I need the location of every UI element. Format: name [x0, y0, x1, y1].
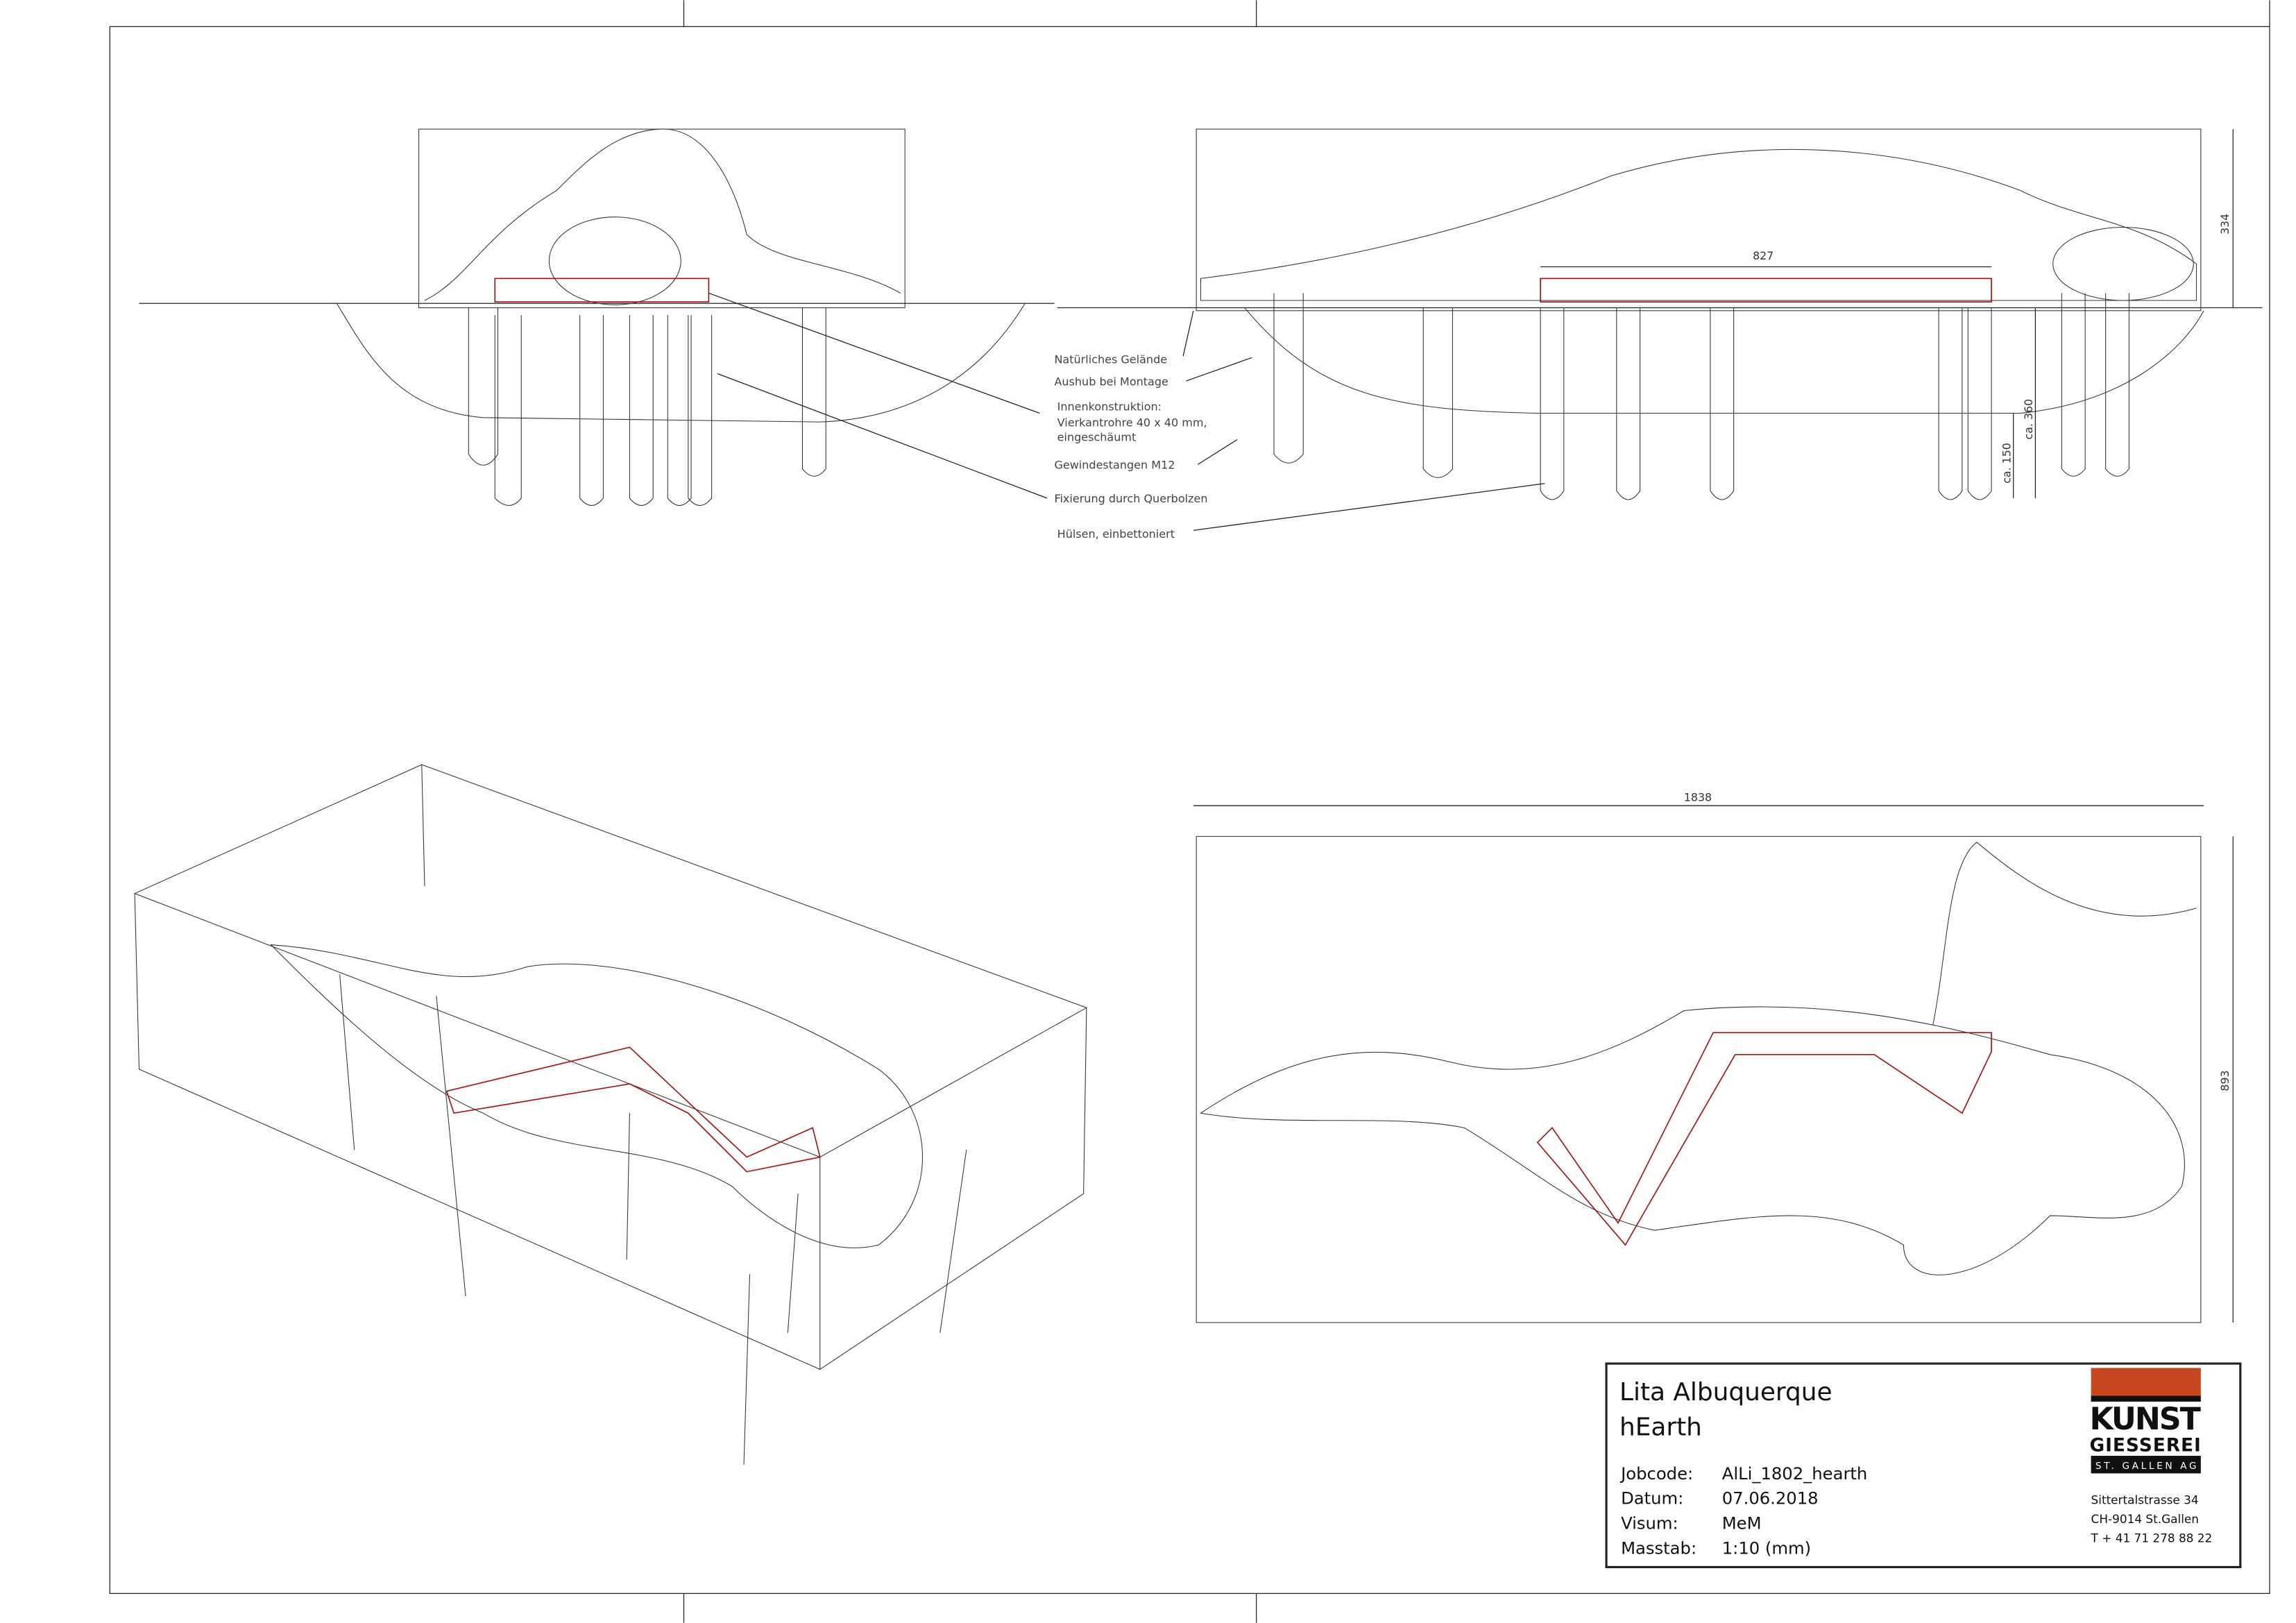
visum-value: MeM	[1722, 1513, 1762, 1533]
annotation-labels: Natürliches Gelände Aushub bei Montage I…	[1054, 353, 1207, 541]
dimension-frame-length: 827	[1753, 249, 1774, 262]
label-threaded-rods: Gewindestangen M12	[1054, 459, 1175, 472]
dimension-overall-width: 893	[2218, 1070, 2231, 1091]
label-excavation: Aushub bei Montage	[1054, 375, 1168, 388]
logo-line2: GIESSEREI	[2089, 1436, 2200, 1456]
label-inner-construction-3: eingeschäumt	[1057, 431, 1137, 444]
date-label: Datum:	[1621, 1488, 1683, 1509]
jobcode-value: AlLi_1802_hearth	[1722, 1463, 1868, 1484]
address-city: CH-9014 St.Gallen	[2091, 1512, 2199, 1526]
dimension-height: 334	[2218, 214, 2231, 235]
label-sleeves: Hülsen, einbettoniert	[1057, 527, 1175, 541]
address-phone: T + 41 71 278 88 22	[2091, 1531, 2213, 1545]
sheet-frame	[109, 0, 2270, 1623]
scale-value: 1:10 (mm)	[1722, 1538, 1811, 1558]
work-title: hEarth	[1619, 1413, 1702, 1442]
label-fixation: Fixierung durch Querbolzen	[1054, 492, 1207, 505]
dimension-depth-total: ca. 360	[2022, 399, 2035, 440]
scale-label: Masstab:	[1621, 1538, 1697, 1558]
iso-rods	[339, 974, 967, 1465]
jobcode-label: Jobcode:	[1619, 1463, 1693, 1484]
kunstgiesserei-logo: KUNST GIESSEREI ST. GALLEN AG	[2089, 1368, 2201, 1474]
artist-name: Lita Albuquerque	[1619, 1378, 1832, 1407]
logo-line1: KUNST	[2089, 1402, 2200, 1437]
title-block: Lita Albuquerque hEarth Jobcode: AlLi_18…	[1605, 1362, 2242, 1569]
date-value: 07.06.2018	[1722, 1488, 1819, 1509]
section-view-side: 827 334 ca. 360 ca. 150	[1057, 128, 2263, 531]
dimension-overall-length: 1838	[1684, 791, 1712, 804]
rods	[1273, 293, 2129, 500]
label-natural-terrain: Natürliches Gelände	[1054, 353, 1167, 366]
label-inner-construction-2: Vierkantrohre 40 x 40 mm,	[1057, 416, 1207, 429]
label-inner-construction-1: Innenkonstruktion:	[1057, 400, 1162, 413]
plan-view: 1838 893	[1193, 791, 2234, 1323]
logo-line3: ST. GALLEN AG	[2095, 1461, 2198, 1472]
address-street: Sittertalstrasse 34	[2091, 1493, 2199, 1507]
dimension-depth-sleeve: ca. 150	[2000, 443, 2013, 484]
rods	[468, 307, 826, 506]
isometric-view	[133, 764, 1088, 1465]
section-view-end	[139, 128, 1055, 506]
visum-label: Visum:	[1621, 1513, 1678, 1533]
